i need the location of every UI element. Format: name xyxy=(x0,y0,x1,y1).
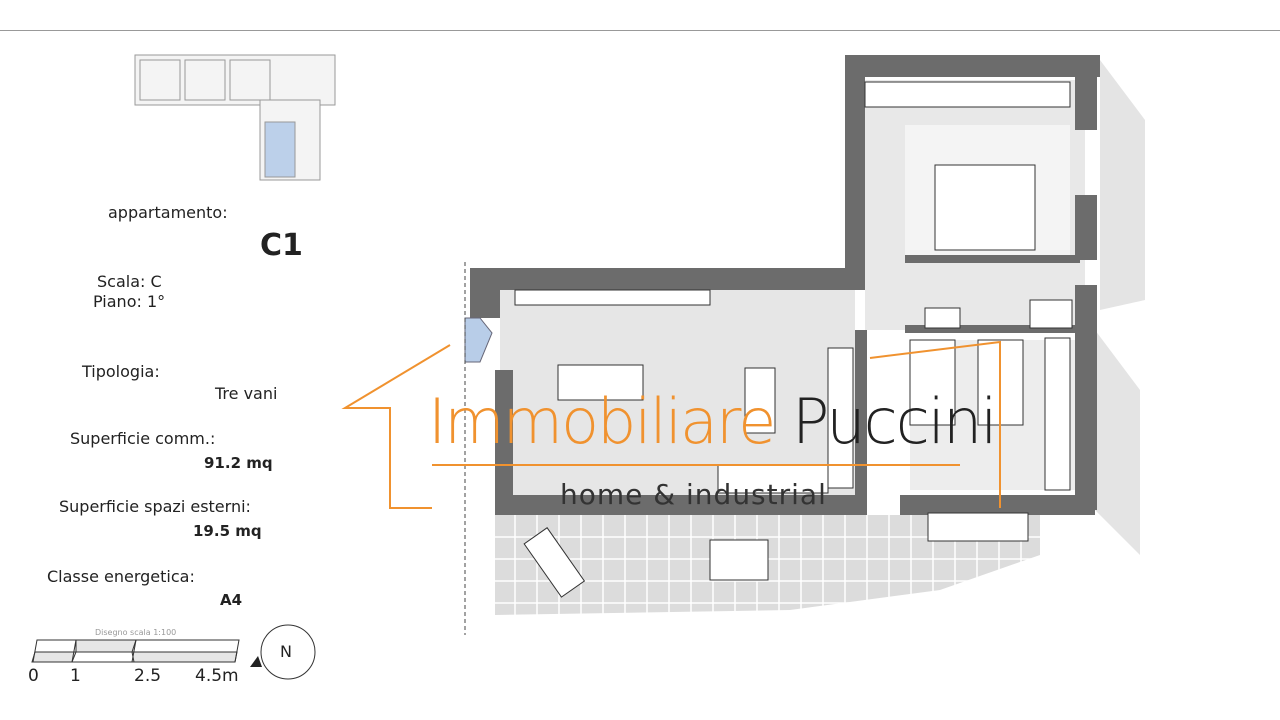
apartment-label: appartamento: xyxy=(108,203,228,222)
sun-lounger xyxy=(523,527,586,598)
brand-name: Immobiliare Puccini xyxy=(428,385,998,458)
scale-caption: Disegno scala 1:100 xyxy=(95,628,177,637)
room-wardrobe xyxy=(1044,337,1071,491)
superficie-esterni-value: 19.5 mq xyxy=(193,522,262,540)
wall-shadows xyxy=(1095,60,1145,555)
tipologia-label: Tipologia: xyxy=(82,362,160,381)
brand-second: Puccini xyxy=(792,385,998,458)
scale-bar xyxy=(31,639,240,663)
scale-tick: 1 xyxy=(70,666,81,686)
building-key-plan xyxy=(134,54,336,181)
walls xyxy=(470,55,1100,515)
tipologia-value: Tre vani xyxy=(215,384,278,403)
superficie-comm-label: Superficie comm.: xyxy=(70,429,216,448)
superficie-comm-value: 91.2 mq xyxy=(204,454,273,472)
header-divider xyxy=(0,30,1280,31)
sink xyxy=(924,307,961,329)
scale-tick: 4.5m xyxy=(195,666,239,686)
north-pointer-icon xyxy=(250,656,262,667)
scale-tick: 0 xyxy=(28,666,39,686)
brand-first: Immobiliare xyxy=(428,385,776,458)
superficie-esterni-label: Superficie spazi esterni: xyxy=(59,497,251,516)
single-bed-1 xyxy=(909,339,956,426)
entrance-arrow-icon xyxy=(464,317,493,363)
compass-label: N xyxy=(280,642,292,661)
double-bed xyxy=(934,164,1036,251)
terrace-table xyxy=(709,539,769,581)
classe-value: A4 xyxy=(220,591,243,609)
bedroom-wardrobe xyxy=(864,81,1071,108)
shower xyxy=(1029,299,1073,329)
wardrobe xyxy=(514,289,711,306)
scala: Scala: C xyxy=(97,272,162,291)
brand-tagline: home & industrial xyxy=(560,478,827,511)
piano: Piano: 1° xyxy=(93,292,166,311)
classe-label: Classe energetica: xyxy=(47,567,195,586)
brand-logo-house xyxy=(341,340,1001,509)
apartment-code: C1 xyxy=(260,228,303,263)
kitchen-counter xyxy=(717,464,829,494)
laundry xyxy=(927,512,1029,542)
sofa xyxy=(557,364,644,401)
compass-circle xyxy=(260,624,316,680)
dining-table xyxy=(744,367,776,434)
scale-tick: 2.5 xyxy=(134,666,162,686)
